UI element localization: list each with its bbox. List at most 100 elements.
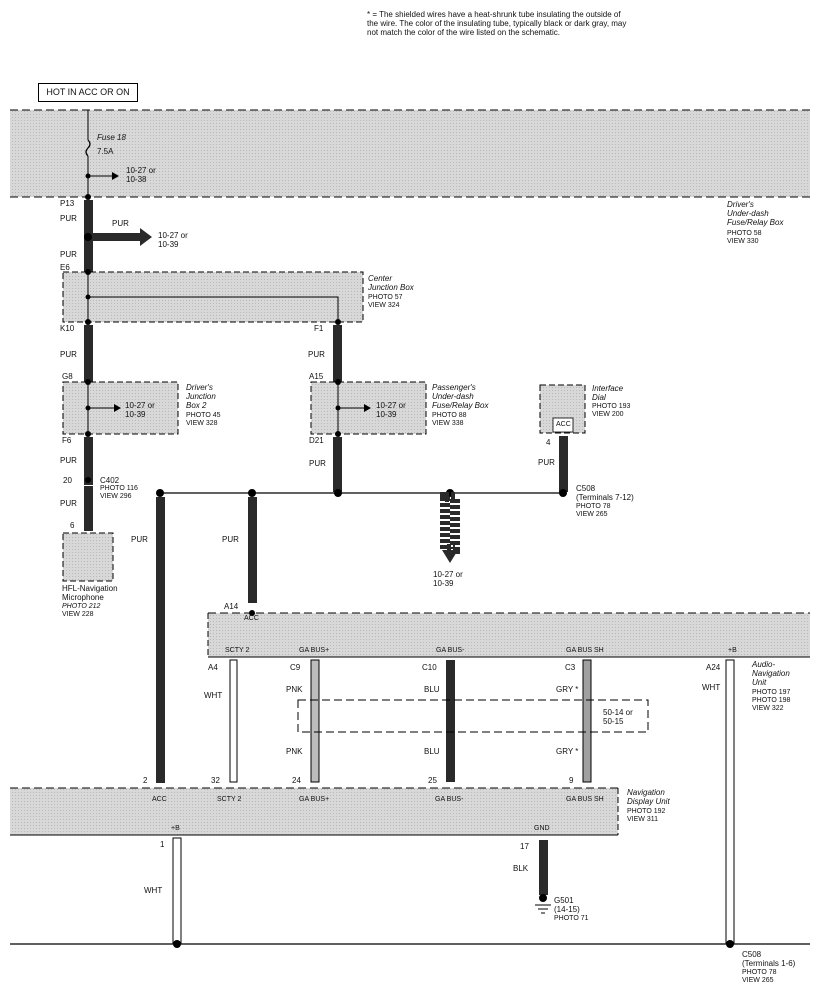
- wire-pnk: [310, 659, 320, 783]
- splice-pur: [84, 233, 92, 241]
- pin-c3: C3: [565, 663, 576, 672]
- wire-pur-k10: [84, 325, 93, 382]
- ground-photo: PHOTO 71: [554, 915, 589, 922]
- center-box-name: Center Junction Box: [368, 274, 414, 292]
- djb2-view: VIEW 328: [186, 420, 218, 427]
- wire-pur-f1: [333, 325, 342, 382]
- wire-label-pur-7: PUR: [60, 499, 77, 508]
- ground-pin: 17: [520, 842, 529, 851]
- wire-label-pur-4: PUR: [308, 350, 325, 359]
- pin-a14: A14: [224, 602, 239, 611]
- branch-top-ref: 10-27 or 10-39: [158, 231, 188, 249]
- navigation-display-unit: [10, 788, 618, 835]
- wire-blk: [539, 840, 548, 895]
- branch-arrow-pur: [92, 228, 152, 246]
- wire-label-pur-9: PUR: [222, 535, 239, 544]
- interface-dial-photo: PHOTO 193: [592, 403, 631, 410]
- wire-label-pur-1: PUR: [60, 214, 77, 223]
- c508-top-name: C508 (Terminals 7-12): [576, 484, 634, 502]
- wire-pur-interface: [559, 436, 568, 492]
- c508-top-view: VIEW 265: [576, 511, 608, 518]
- pin-25: 25: [428, 776, 437, 785]
- pin-c10: C10: [422, 663, 437, 672]
- wire-label-pnk-2: PNK: [286, 747, 303, 756]
- djb2-name: Driver's Junction Box 2: [186, 383, 216, 410]
- interface-wire: PUR: [538, 458, 555, 467]
- djb2-photo: PHOTO 45: [186, 412, 221, 419]
- branch-mid-ref: 10-27 or 10-39: [433, 570, 463, 588]
- wire-wht-sct: [229, 659, 238, 783]
- drivers-fuse-box: [10, 110, 810, 197]
- pin-2: 2: [143, 776, 148, 785]
- wire-pur-display: [156, 497, 165, 783]
- pin-24: 24: [292, 776, 301, 785]
- audio-nav-photo: PHOTO 197 PHOTO 198: [752, 689, 791, 704]
- wire-pur-d21: [333, 437, 342, 492]
- display-pin-gabus-p: GA BUS+: [299, 796, 330, 803]
- wire-label-pnk-1: PNK: [286, 685, 303, 694]
- wire-label-blk: BLK: [513, 864, 529, 873]
- display-pin-gnd: GND: [534, 825, 550, 832]
- interface-pin: 4: [546, 438, 551, 447]
- ground-name: G501 (14-15): [554, 896, 580, 914]
- wire-label-pur-8: PUR: [131, 535, 148, 544]
- drivers-box-photo: PHOTO 58: [727, 230, 762, 237]
- audio-pin-scty2: SCTY 2: [225, 647, 250, 654]
- display-pin-gabus-sh: GA BUS SH: [566, 796, 604, 803]
- wire-wht-display: [172, 837, 182, 944]
- drivers-junction-box-2: [62, 381, 179, 435]
- c402-view: VIEW 296: [100, 493, 132, 500]
- audio-nav-view: VIEW 322: [752, 705, 784, 712]
- pin-c9: C9: [290, 663, 301, 672]
- pin-e6: E6: [60, 263, 70, 272]
- pin-a15: A15: [309, 372, 324, 381]
- nav-display-view: VIEW 311: [627, 816, 658, 823]
- pin-g8: G8: [62, 372, 73, 381]
- pin-k10: K10: [60, 324, 75, 333]
- pin-32: 32: [211, 776, 220, 785]
- display-pin-scty2: SCTY 2: [217, 796, 242, 803]
- pin-a24: A24: [706, 663, 721, 672]
- wire-label-pur-3: PUR: [60, 350, 77, 359]
- pin-1: 1: [160, 840, 165, 849]
- shield-box: [297, 699, 649, 733]
- wire-wht-plusb: [725, 659, 735, 944]
- fuse-ref: 10-27 or 10-38: [126, 166, 156, 184]
- audio-pin-gabus-sh: GA BUS SH: [566, 647, 604, 654]
- drivers-box-name: Driver's Under-dash Fuse/Relay Box: [727, 200, 784, 227]
- audio-nav-name: Audio- Navigation Unit: [752, 660, 790, 687]
- wire-label-pur-5: PUR: [60, 456, 77, 465]
- mic-photo: PHOTO 212: [62, 603, 101, 610]
- c402-pin-top: 20: [63, 476, 72, 485]
- c508-top-photo: PHOTO 78: [576, 503, 611, 510]
- wire-label-wht-3: WHT: [144, 886, 163, 895]
- nav-display-photo: PHOTO 192: [627, 808, 666, 815]
- branch-dashed: [440, 492, 460, 554]
- fuse-rating: 7.5A: [97, 147, 114, 156]
- passenger-box-ref: 10-27 or 10-39: [376, 401, 406, 419]
- center-box-photo: PHOTO 57: [368, 294, 403, 301]
- wire-label-wht-2: WHT: [702, 683, 721, 692]
- audio-navigation-unit: [208, 613, 810, 657]
- audio-pin-plusb: +B: [728, 647, 737, 654]
- mic-view: VIEW 228: [62, 611, 94, 618]
- interface-dial-view: VIEW 200: [592, 411, 624, 418]
- display-pin-gabus-m: GA BUS-: [435, 796, 464, 803]
- pin-d21: D21: [309, 436, 324, 445]
- pin-p13: P13: [60, 199, 75, 208]
- drivers-box-view: VIEW 330: [727, 238, 759, 245]
- c508-bottom-view: VIEW 265: [742, 977, 774, 984]
- wire-blu: [446, 660, 455, 782]
- pin-f1: F1: [314, 324, 324, 333]
- wire-gry: [582, 659, 592, 783]
- wire-pur-mic: [84, 486, 93, 531]
- wire-label-pur-branch: PUR: [112, 219, 129, 228]
- display-pin-acc: ACC: [152, 796, 167, 803]
- mic-name: HFL-Navigation Microphone: [62, 584, 118, 602]
- wire-label-pur-6: PUR: [309, 459, 326, 468]
- c508-bottom-name: C508 (Terminals 1-6): [742, 950, 796, 968]
- passenger-box-view: VIEW 338: [432, 420, 464, 427]
- wire-label-gry-1: GRY *: [556, 685, 579, 694]
- center-box-view: VIEW 324: [368, 302, 400, 309]
